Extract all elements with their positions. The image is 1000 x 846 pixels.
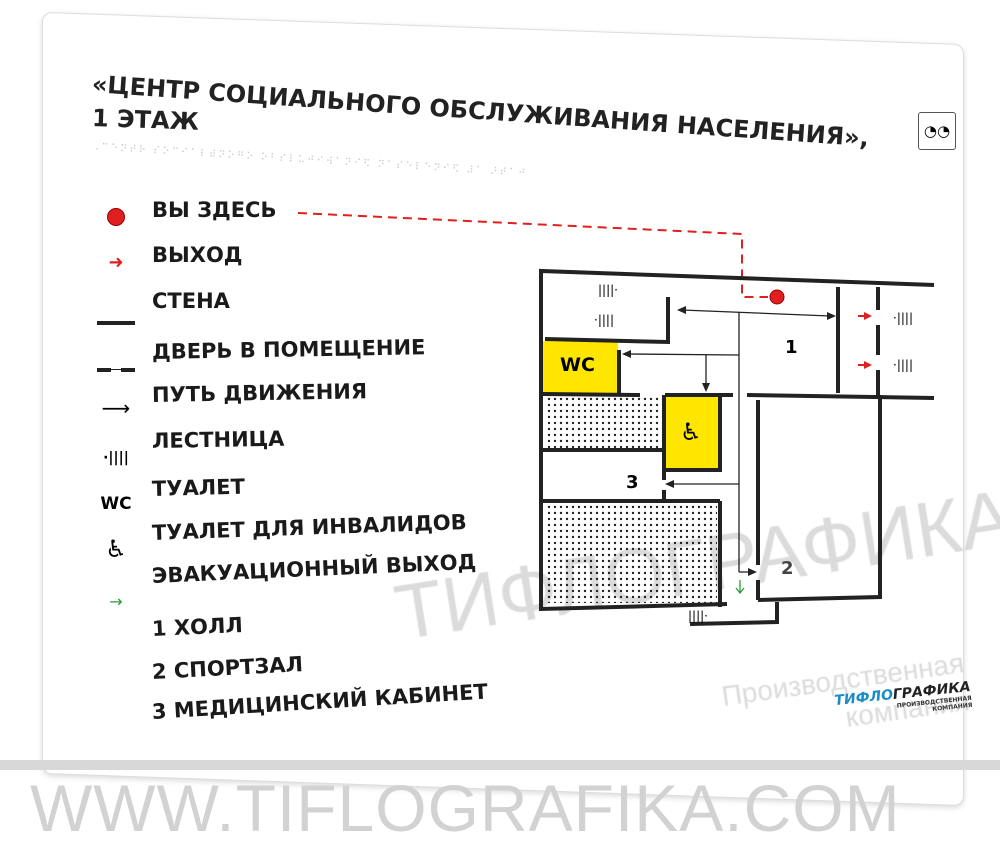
path-arrowheads [622, 306, 836, 576]
wc-room [543, 341, 618, 393]
map-stairs-right-2: ·|||| [893, 358, 913, 372]
map-room-2: 2 [781, 558, 794, 579]
accessible-wc-room [666, 396, 719, 469]
evacuation-arrow-icon: → [109, 592, 123, 611]
path-lines [627, 309, 831, 573]
walls [539, 268, 935, 626]
door-icon [96, 357, 136, 376]
you-are-here-leader [297, 212, 768, 298]
wall-icon [96, 310, 136, 329]
map-stairs-right-1: ·|||| [893, 311, 913, 325]
legend-you-are-here: ВЫ ЗДЕСЬ [152, 198, 277, 222]
wheelchair-icon: ♿ [105, 535, 127, 563]
dotted-room [545, 397, 662, 448]
map-stairs-left: ·|||| [594, 313, 614, 327]
path-arrow-icon: ⟶ [101, 396, 131, 420]
map-stairs-bottom: ||||· [688, 609, 708, 623]
legend-wall: СТЕНА [152, 289, 230, 313]
gym-dotted-area [545, 503, 717, 603]
wc-icon: WC [100, 494, 132, 514]
map-you-are-here-dot [769, 289, 785, 305]
watermark-url: WWW.TIFLOGRAFIKA.COM [30, 771, 901, 845]
red-dot-icon [96, 208, 136, 230]
map-room-1: 1 [785, 337, 798, 358]
map-evacuation-arrow [735, 580, 745, 595]
map-stairs-top: ||||· [598, 283, 618, 297]
legend-exit: ВЫХОД [152, 243, 243, 267]
stairs-icon: ·|||| [103, 450, 129, 466]
map-room-3: 3 [626, 472, 639, 493]
map-wheelchair-icon: ♿ [680, 418, 702, 446]
map-exit-arrows [858, 312, 872, 369]
map-wc-label: WC [560, 354, 595, 376]
exit-arrow-icon: ➜ [108, 252, 124, 273]
